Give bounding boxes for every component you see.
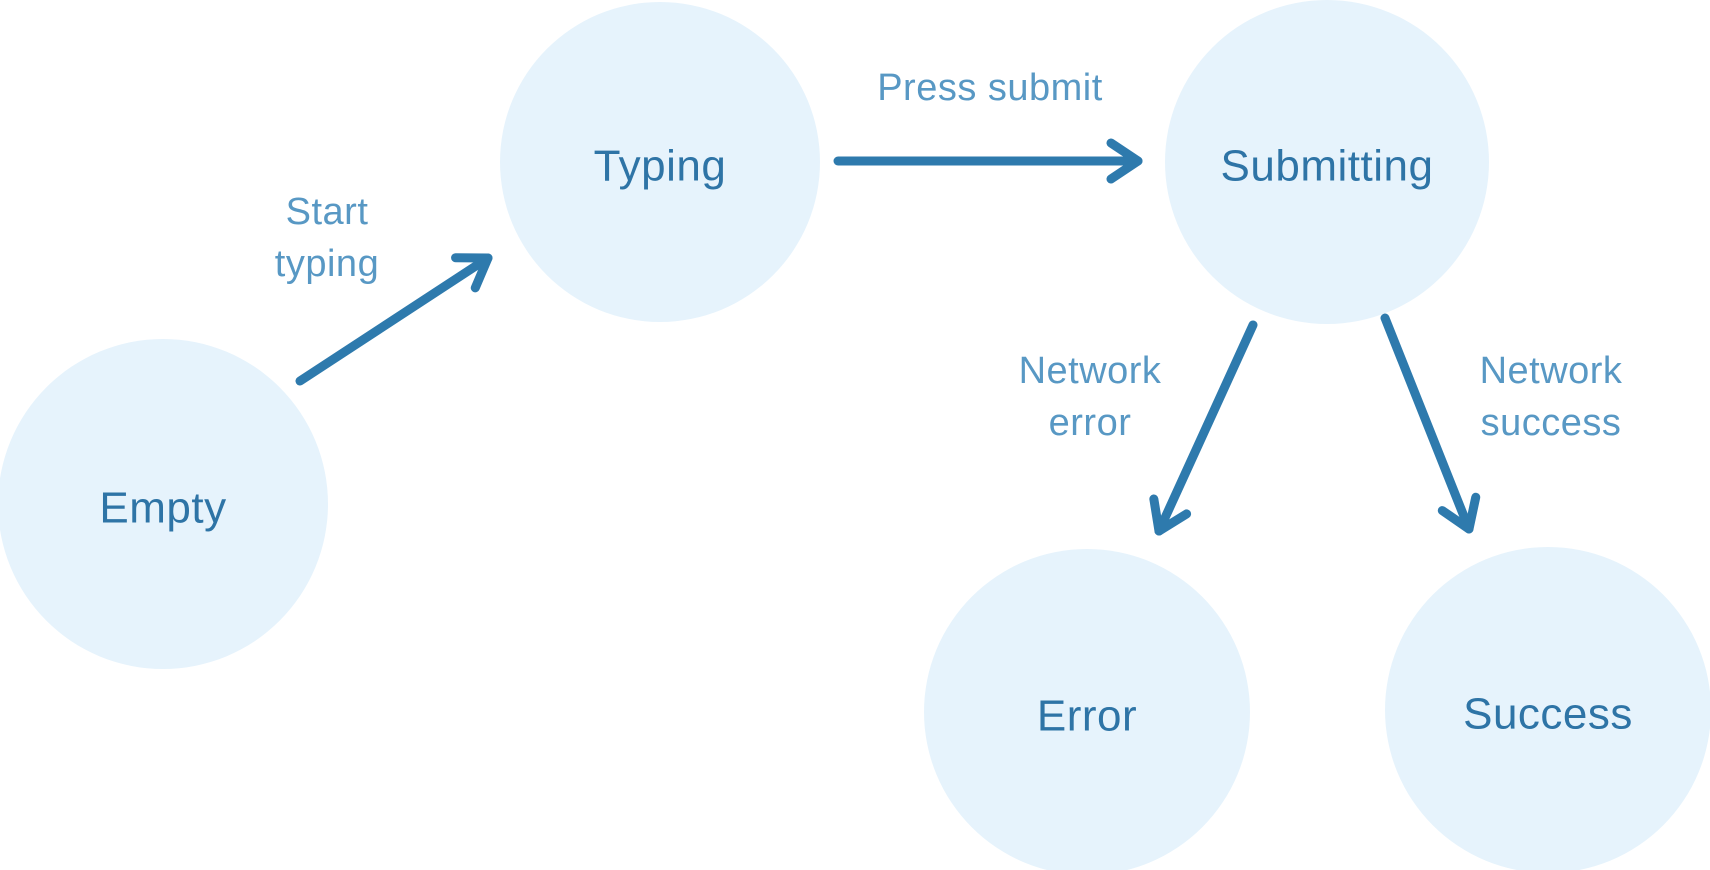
state-circle-submitting bbox=[1165, 0, 1489, 324]
state-circle-typing bbox=[500, 2, 820, 322]
transition-label-network-error: Network bbox=[1019, 350, 1162, 392]
state-node-success: Success bbox=[1385, 547, 1710, 870]
state-node-typing: Typing bbox=[500, 2, 820, 322]
state-label-submitting: Submitting bbox=[1221, 142, 1434, 191]
state-circle-error bbox=[924, 549, 1250, 870]
transition-arrow-network-error bbox=[1149, 320, 1258, 536]
transition-label-press-submit: Press submit bbox=[877, 67, 1103, 109]
state-label-empty: Empty bbox=[99, 484, 226, 533]
state-label-typing: Typing bbox=[594, 142, 727, 191]
transition-press-submit: Press submit bbox=[833, 67, 1143, 184]
transition-start-typing: Start typing bbox=[275, 191, 493, 386]
transition-label-start-typing: Start bbox=[286, 191, 369, 233]
transition-label-start-typing: typing bbox=[275, 243, 379, 285]
transition-label-network-success: Network bbox=[1480, 350, 1623, 392]
transition-label-network-success: success bbox=[1481, 402, 1622, 444]
transition-network-error: Network error bbox=[1019, 320, 1258, 536]
transition-network-success: Network success bbox=[1380, 313, 1623, 534]
state-node-empty: Empty bbox=[0, 339, 328, 669]
transition-arrow-network-success bbox=[1380, 313, 1481, 534]
state-label-success: Success bbox=[1463, 690, 1633, 739]
state-circle-success bbox=[1385, 547, 1710, 870]
transition-label-network-error: error bbox=[1049, 402, 1132, 444]
transition-arrow-start-typing bbox=[295, 253, 493, 386]
state-circle-empty bbox=[0, 339, 328, 669]
state-node-error: Error bbox=[924, 549, 1250, 870]
state-node-submitting: Submitting bbox=[1165, 0, 1489, 324]
state-label-error: Error bbox=[1037, 692, 1137, 741]
